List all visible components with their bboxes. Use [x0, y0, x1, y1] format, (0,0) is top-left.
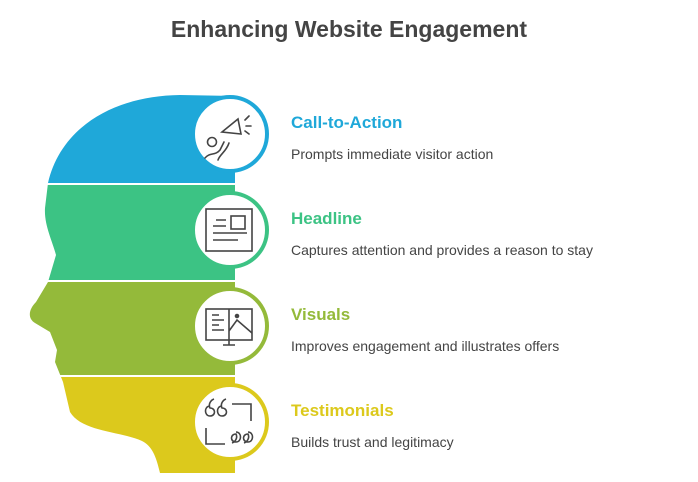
item-title: Testimonials — [291, 401, 394, 420]
monitor-image-icon — [205, 308, 253, 346]
item-description: Prompts immediate visitor action — [291, 146, 494, 162]
megaphone-person-icon — [204, 115, 252, 161]
item-description: Builds trust and legitimacy — [291, 434, 454, 450]
diagram-title: Enhancing Website Engagement — [170, 16, 528, 42]
item-title: Headline — [291, 209, 362, 228]
quote-icon — [204, 398, 254, 445]
item-title: Call-to-Action — [291, 113, 403, 132]
circle-visuals — [191, 287, 269, 365]
circle-testimonials — [191, 383, 269, 461]
item-description: Captures attention and provides a reason… — [291, 242, 593, 258]
news-article-icon — [205, 208, 253, 252]
item-call-to-action: Call-to-Action Prompts immediate visitor… — [291, 113, 493, 162]
circle-call-to-action — [191, 95, 269, 173]
circle-headline — [191, 191, 269, 269]
item-headline: Headline Captures attention and provides… — [291, 209, 593, 258]
item-title: Visuals — [291, 305, 351, 324]
item-description: Improves engagement and illustrates offe… — [291, 338, 560, 354]
item-testimonials: Testimonials Builds trust and legitimacy — [291, 401, 454, 450]
item-visuals: Visuals Improves engagement and illustra… — [291, 305, 559, 354]
